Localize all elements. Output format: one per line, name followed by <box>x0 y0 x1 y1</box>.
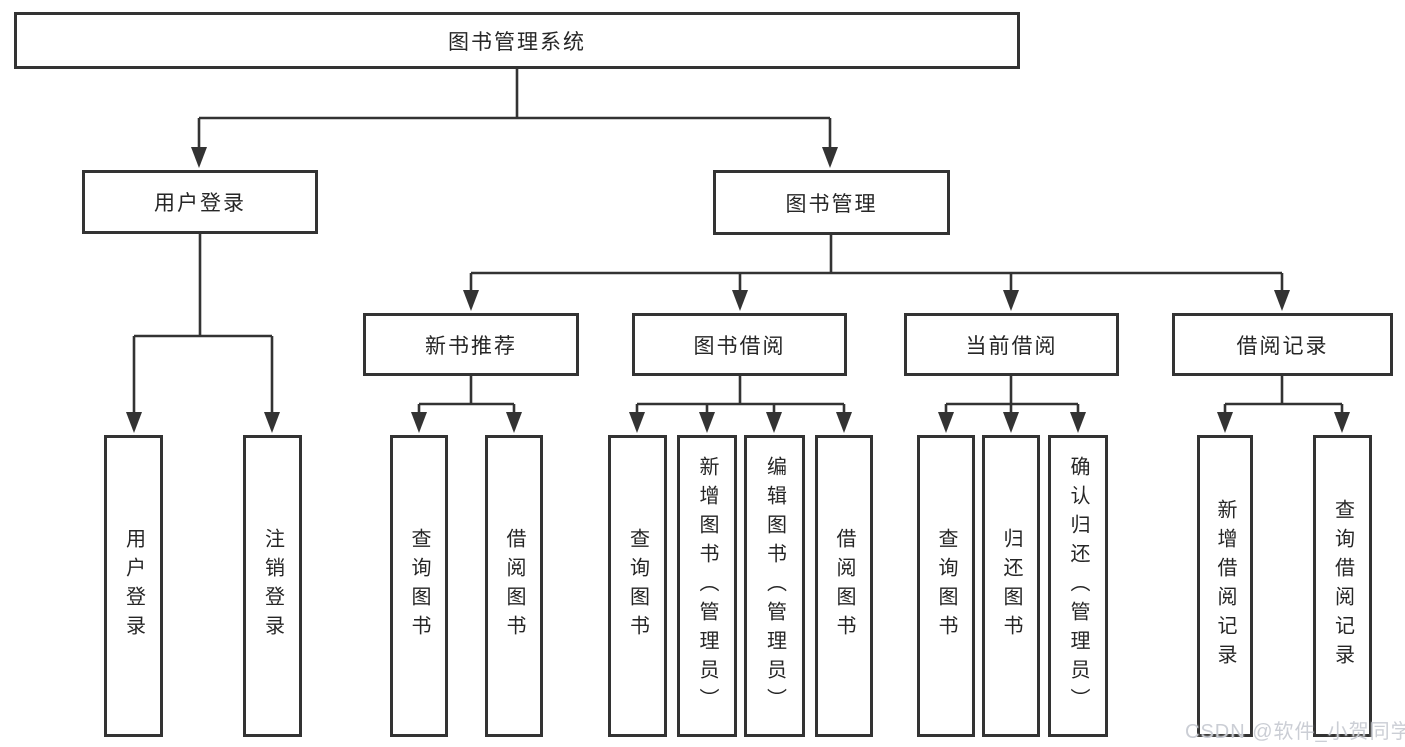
node-current-borrowing-label: 当前借阅 <box>965 334 1058 358</box>
arrowhead-down-icon <box>126 412 142 433</box>
csdn-watermark: CSDN @软件_小贺同学 <box>1185 721 1405 743</box>
leaf-current-query-books: 查询图书 <box>917 435 975 737</box>
arrowhead-down-icon <box>264 412 280 433</box>
node-new-book-recommend-label: 新书推荐 <box>425 334 517 358</box>
leaf-borrowing-borrow-books: 借阅图书 <box>815 435 873 737</box>
leaf-add-borrow-record: 新增借阅记录 <box>1197 435 1253 737</box>
leaf-add-book-admin: 新增图书（管理员） <box>677 435 737 737</box>
node-book-management-label: 图书管理 <box>785 192 878 216</box>
arrowhead-down-icon <box>836 412 852 433</box>
arrowhead-down-icon <box>822 147 838 168</box>
leaf-recommend-query-books: 查询图书 <box>390 435 448 737</box>
node-library-system-label: 图书管理系统 <box>448 30 586 54</box>
arrowhead-down-icon <box>506 412 522 433</box>
leaf-logout: 注销登录 <box>243 435 302 737</box>
leaf-confirm-return-admin: 确认归还（管理员） <box>1048 435 1108 737</box>
arrowhead-down-icon <box>1217 412 1233 433</box>
leaf-query-borrow-record: 查询借阅记录 <box>1313 435 1372 737</box>
node-user-login: 用户登录 <box>82 170 318 234</box>
node-borrowing-records-label: 借阅记录 <box>1236 334 1329 358</box>
leaf-user-login: 用户登录 <box>104 435 163 737</box>
arrowhead-down-icon <box>1003 412 1019 433</box>
leaf-borrowing-query-books: 查询图书 <box>608 435 667 737</box>
arrowhead-down-icon <box>1070 412 1086 433</box>
arrowhead-down-icon <box>629 412 645 433</box>
arrowhead-down-icon <box>1274 290 1290 311</box>
arrowhead-down-icon <box>732 290 748 311</box>
arrowhead-down-icon <box>463 290 479 311</box>
arrowhead-down-icon <box>191 147 207 168</box>
node-book-borrowing: 图书借阅 <box>632 313 847 376</box>
node-current-borrowing: 当前借阅 <box>904 313 1119 376</box>
arrowhead-down-icon <box>766 412 782 433</box>
arrowhead-down-icon <box>411 412 427 433</box>
node-new-book-recommend: 新书推荐 <box>363 313 579 376</box>
leaf-recommend-borrow-books: 借阅图书 <box>485 435 543 737</box>
leaf-return-book: 归还图书 <box>982 435 1040 737</box>
node-book-management: 图书管理 <box>713 170 950 235</box>
node-book-borrowing-label: 图书借阅 <box>693 334 786 358</box>
node-borrowing-records: 借阅记录 <box>1172 313 1393 376</box>
arrowhead-down-icon <box>1334 412 1350 433</box>
node-library-system: 图书管理系统 <box>14 12 1020 69</box>
arrowhead-down-icon <box>938 412 954 433</box>
arrowhead-down-icon <box>1003 290 1019 311</box>
arrowhead-down-icon <box>699 412 715 433</box>
node-user-login-label: 用户登录 <box>154 192 246 215</box>
leaf-edit-book-admin: 编辑图书（管理员） <box>744 435 805 737</box>
